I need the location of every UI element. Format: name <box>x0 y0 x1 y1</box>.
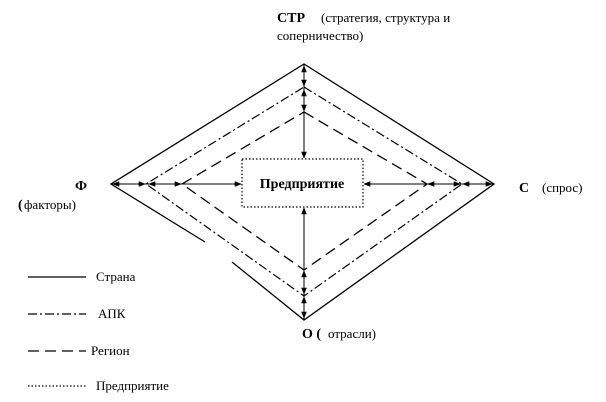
legend-label-enterprise: Предприятие <box>96 378 169 393</box>
legend: Страна АПК Регион Предприятие <box>28 269 169 393</box>
right-vertex-code: С <box>519 181 529 196</box>
enterprise-box <box>241 158 364 208</box>
top-vertex-desc: (стратегия, структура и <box>321 10 450 25</box>
left-vertex-paren: ( <box>18 198 23 213</box>
bottom-vertex-desc: отрасли) <box>328 326 376 341</box>
enterprise-box-label: Предприятие <box>260 177 344 192</box>
left-vertex-desc: факторы) <box>24 197 76 212</box>
legend-label-apk: АПК <box>98 306 126 321</box>
country-diamond-main <box>109 63 496 321</box>
left-vertex-code: Ф <box>75 179 87 194</box>
top-vertex-code: СТР <box>277 11 305 26</box>
legend-label-country: Страна <box>96 269 136 284</box>
right-vertex-desc: (спрос) <box>542 180 582 195</box>
legend-label-region: Регион <box>91 343 130 358</box>
bottom-vertex-code: О ( <box>302 327 321 342</box>
top-vertex-desc2: соперничество) <box>277 28 363 43</box>
